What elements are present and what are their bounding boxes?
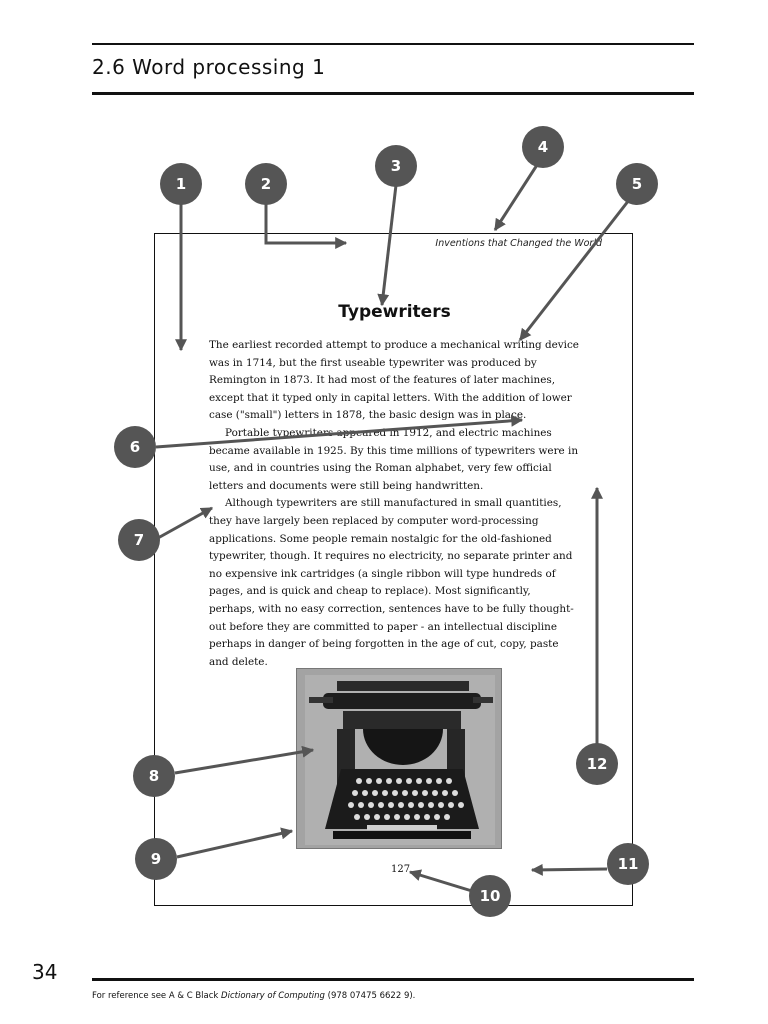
callout-5: 5 (616, 163, 658, 205)
typewriter-image (296, 668, 502, 849)
document-page-number: 127 (391, 864, 411, 875)
callout-7: 7 (118, 519, 160, 561)
section-title: 2.6 Word processing 1 (92, 55, 326, 79)
footer-prefix: For reference see A & C Black (92, 991, 222, 1001)
callout-12: 12 (576, 743, 618, 785)
callout-3: 3 (375, 145, 417, 187)
paragraph-3: Although typewriters are still manufactu… (209, 497, 574, 668)
callout-4: 4 (522, 126, 564, 168)
callout-11: 11 (607, 843, 649, 885)
footer-reference: For reference see A & C Black Dictionary… (92, 991, 415, 1001)
document-body: The earliest recorded attempt to produce… (209, 337, 579, 671)
page-number: 34 (32, 960, 58, 984)
footer-suffix: (978 07475 6622 9). (324, 991, 416, 1001)
document-page: Inventions that Changed the World Typewr… (154, 233, 633, 906)
footer-rule (92, 978, 694, 981)
callout-2: 2 (245, 163, 287, 205)
header-bottom-rule (92, 92, 694, 95)
callout-10: 10 (469, 875, 511, 917)
callout-9: 9 (135, 838, 177, 880)
arrow-4 (493, 164, 539, 232)
paragraph-2: Portable typewriters appeared in 1912, a… (209, 426, 579, 492)
running-header: Inventions that Changed the World (435, 238, 602, 249)
footer-book-title: Dictionary of Computing (221, 991, 325, 1001)
paragraph-1: The earliest recorded attempt to produce… (209, 339, 579, 422)
callout-6: 6 (114, 426, 156, 468)
callout-8: 8 (133, 755, 175, 797)
document-title: Typewriters (338, 302, 451, 322)
header-top-rule (92, 43, 694, 45)
callout-1: 1 (160, 163, 202, 205)
